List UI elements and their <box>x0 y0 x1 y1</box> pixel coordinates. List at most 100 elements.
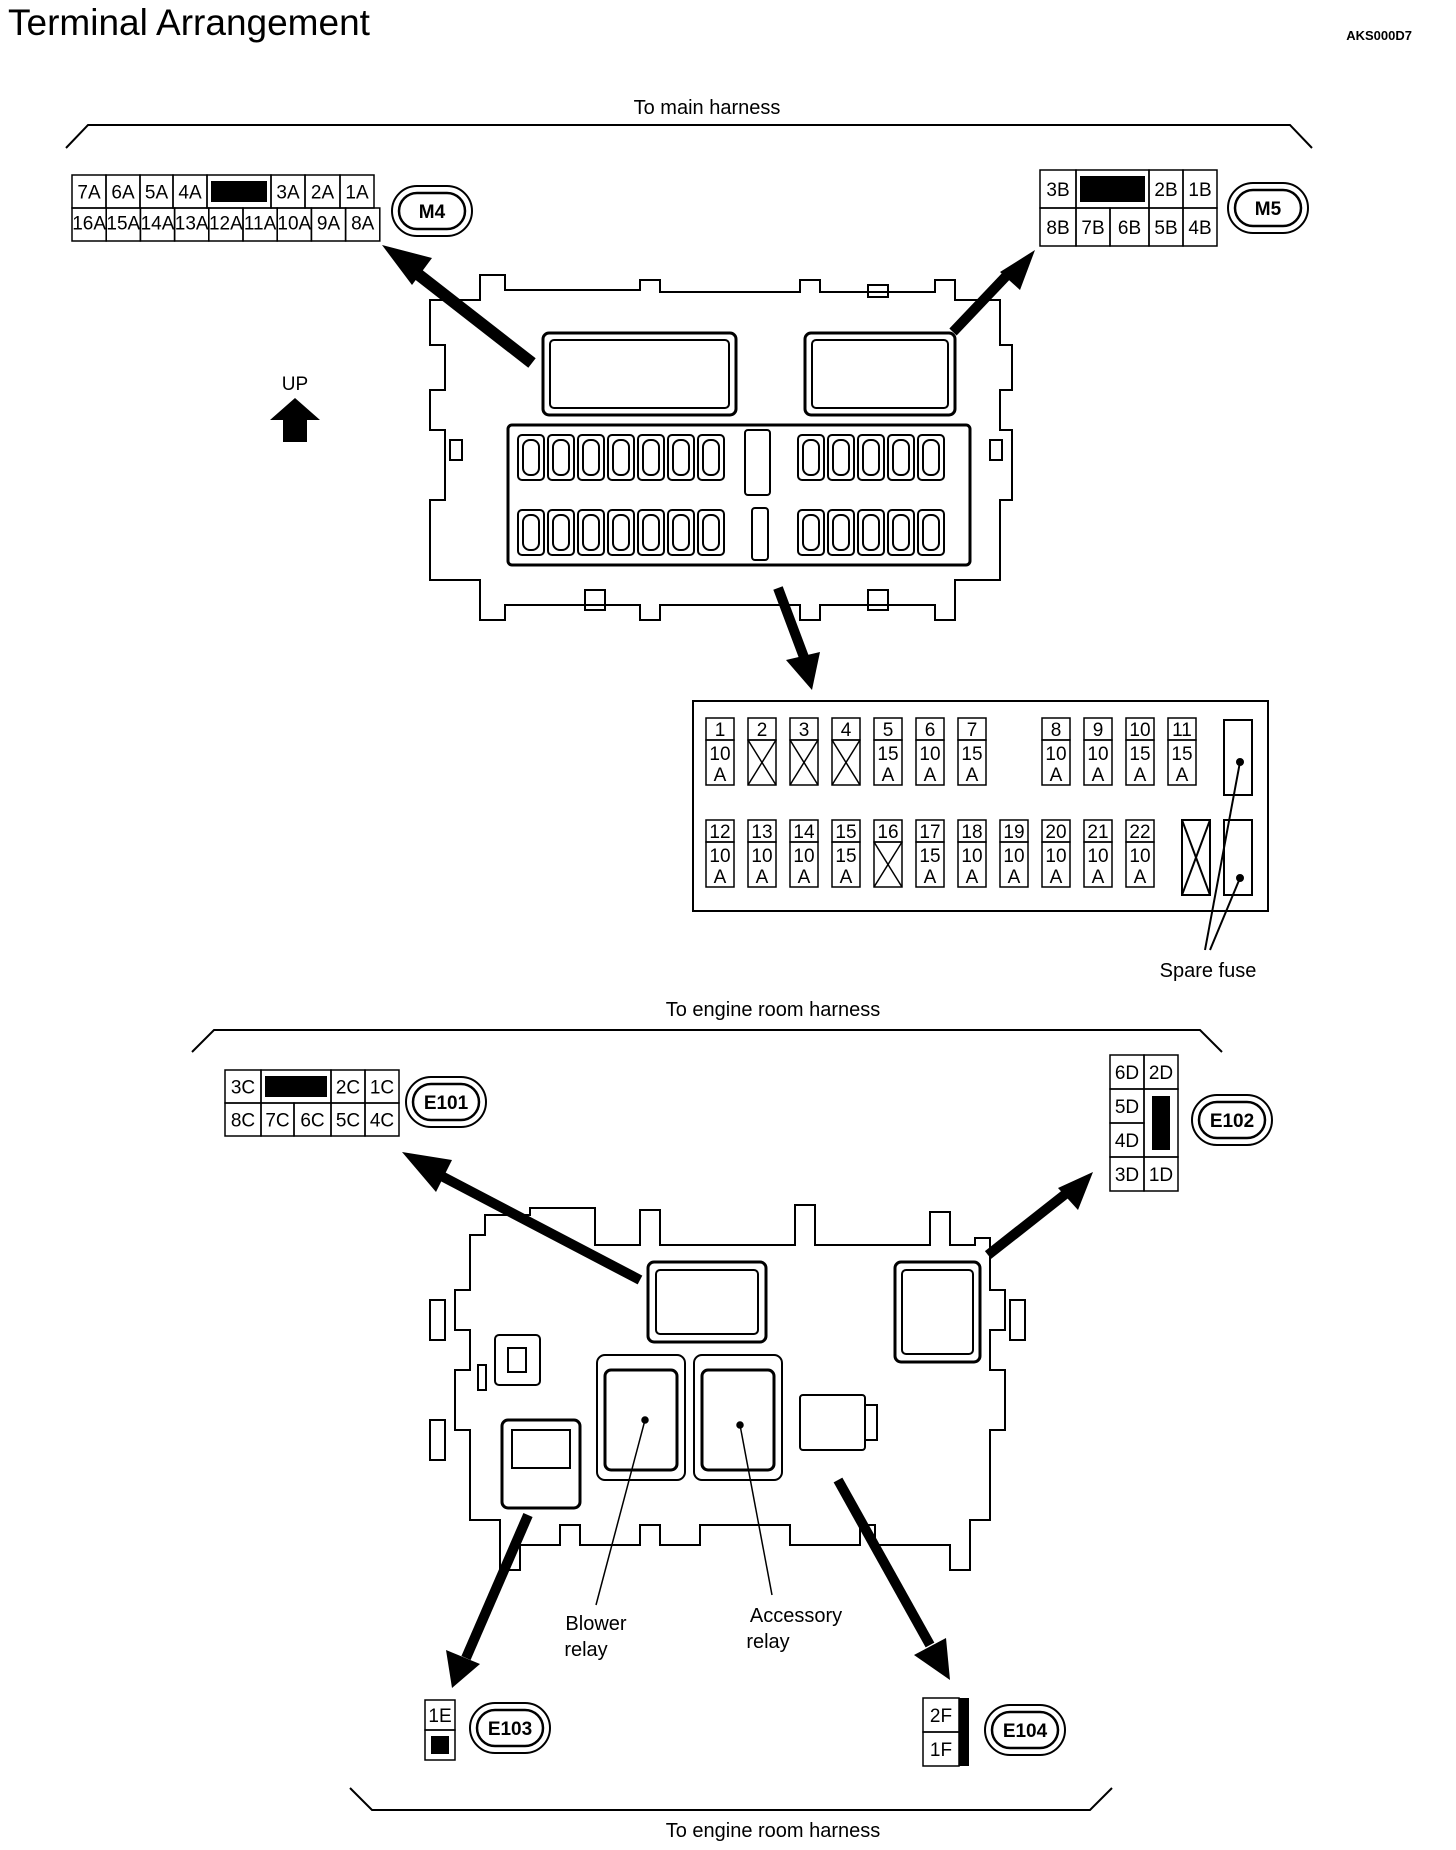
fuse-number: 12 <box>709 822 730 843</box>
fuse-unit: A <box>840 867 853 888</box>
connector-id: M4 <box>419 202 446 223</box>
fuse-number: 13 <box>751 822 772 843</box>
fuse-amperage: 15 <box>1129 744 1150 765</box>
fuse-rating-cell <box>1041 739 1071 786</box>
fuse-glyph-inner <box>702 514 720 551</box>
empty-fuse-slot <box>747 739 777 786</box>
terminal-m4: 12A <box>209 214 243 235</box>
fuse-rating-cell <box>957 841 987 888</box>
fuse-rating-cell <box>873 841 903 888</box>
fuse-rating-cell <box>705 739 735 786</box>
connector-id: E101 <box>424 1093 469 1114</box>
fuse-number: 11 <box>1172 720 1192 741</box>
page-title: Terminal Arrangement <box>8 2 370 43</box>
terminal-m4: 2A <box>311 182 335 203</box>
up-label: UP <box>282 374 308 395</box>
fuse-block-top <box>429 274 1013 621</box>
terminal-e101: 6C <box>300 1110 324 1131</box>
blower-relay-label-line2: relay <box>564 1639 607 1661</box>
fuse-amperage: 10 <box>709 846 730 867</box>
fuse-glyph <box>667 434 695 481</box>
fuse-glyph <box>827 509 855 556</box>
fuse-rating-cell <box>873 739 903 786</box>
fuse-rating-cell <box>999 841 1029 888</box>
connector-badge-inner <box>411 1082 481 1122</box>
fuse-block-fuses <box>517 434 945 556</box>
fuse-number: 20 <box>1045 822 1066 843</box>
fuse-amperage: 15 <box>919 846 940 867</box>
fuse-glyph <box>547 434 575 481</box>
terminal-m4: 3A <box>276 182 300 203</box>
fuse-glyph <box>547 509 575 556</box>
terminal-m5: 3B <box>1046 180 1069 201</box>
fuse-glyph-inner <box>612 439 630 476</box>
fuse-glyph <box>887 509 915 556</box>
fuse-number: 22 <box>1129 822 1150 843</box>
fuse-unit: A <box>1008 867 1021 888</box>
terminal-e102-cell <box>1143 1156 1179 1192</box>
fuse-number: 8 <box>1051 720 1062 741</box>
terminal-e103-cell <box>424 1729 456 1761</box>
fuse-number: 21 <box>1087 822 1108 843</box>
fuse-number: 2 <box>757 720 768 741</box>
fuse-glyph-inner <box>672 439 690 476</box>
terminal-m5: 5B <box>1154 218 1177 239</box>
terminal-e102: 4D <box>1115 1131 1139 1152</box>
terminal-m4: 7A <box>77 182 101 203</box>
fuse-glyph-inner <box>642 439 660 476</box>
fuse-glyph <box>517 509 545 556</box>
terminal-e102: 3D <box>1115 1165 1139 1186</box>
fuse-rating-cell <box>1083 739 1113 786</box>
fuse-glyph-inner <box>922 514 940 551</box>
fuse-glyph-inner <box>582 514 600 551</box>
connector-id: E102 <box>1210 1111 1254 1132</box>
fuse-rating-cell <box>915 739 945 786</box>
terminal-e101: 7C <box>265 1110 289 1131</box>
fuse-amperage: 10 <box>961 846 982 867</box>
fuse-glyph <box>857 509 885 556</box>
fuse-unit: A <box>882 765 895 786</box>
accessory-relay-label-line2: relay <box>746 1631 789 1653</box>
fuse-unit: A <box>1092 765 1105 786</box>
fuse-glyph <box>697 434 725 481</box>
fuse-number: 3 <box>799 720 810 741</box>
blank-terminal <box>959 1698 969 1766</box>
terminal-e101: 5C <box>336 1110 360 1131</box>
fuse-glyph-inner <box>802 514 820 551</box>
terminal-e102: 1D <box>1149 1165 1173 1186</box>
fuse-glyph-inner <box>892 514 910 551</box>
terminal-m5: 7B <box>1081 218 1104 239</box>
fuse-amperage: 15 <box>961 744 982 765</box>
fuse-rating-cell <box>1125 841 1155 888</box>
engine-harness-top-label: To engine room harness <box>666 999 881 1021</box>
terminal-m4: 13A <box>175 214 209 235</box>
terminal-e101-cell <box>364 1102 400 1137</box>
fuse-number: 5 <box>883 720 894 741</box>
document-code: AKS000D7 <box>1346 28 1412 43</box>
terminal-m4: 5A <box>145 182 169 203</box>
fuse-glyph <box>797 434 825 481</box>
engine-harness-bottom-bracket <box>349 1787 1113 1811</box>
terminal-e101: 8C <box>231 1110 255 1131</box>
connector-badge-inner <box>1197 1100 1267 1140</box>
fuse-glyph-inner <box>832 514 850 551</box>
terminal-e101: 3C <box>231 1077 255 1098</box>
fuse-glyph-inner <box>892 439 910 476</box>
fuse-glyph-inner <box>552 514 570 551</box>
terminal-e103: 1E <box>428 1706 451 1727</box>
fuse-glyph-inner <box>672 514 690 551</box>
fuse-number: 7 <box>967 720 978 741</box>
fuse-glyph <box>917 434 945 481</box>
terminal-m4: 10A <box>277 214 311 235</box>
up-arrow-icon <box>270 398 320 442</box>
fuse-glyph <box>637 509 665 556</box>
fuse-glyph <box>827 434 855 481</box>
terminal-e101: 2C <box>336 1077 360 1098</box>
connector-badge-outline <box>469 1702 551 1754</box>
fuse-glyph-inner <box>862 439 880 476</box>
fuse-unit: A <box>966 867 979 888</box>
terminal-m5: 8B <box>1046 218 1069 239</box>
